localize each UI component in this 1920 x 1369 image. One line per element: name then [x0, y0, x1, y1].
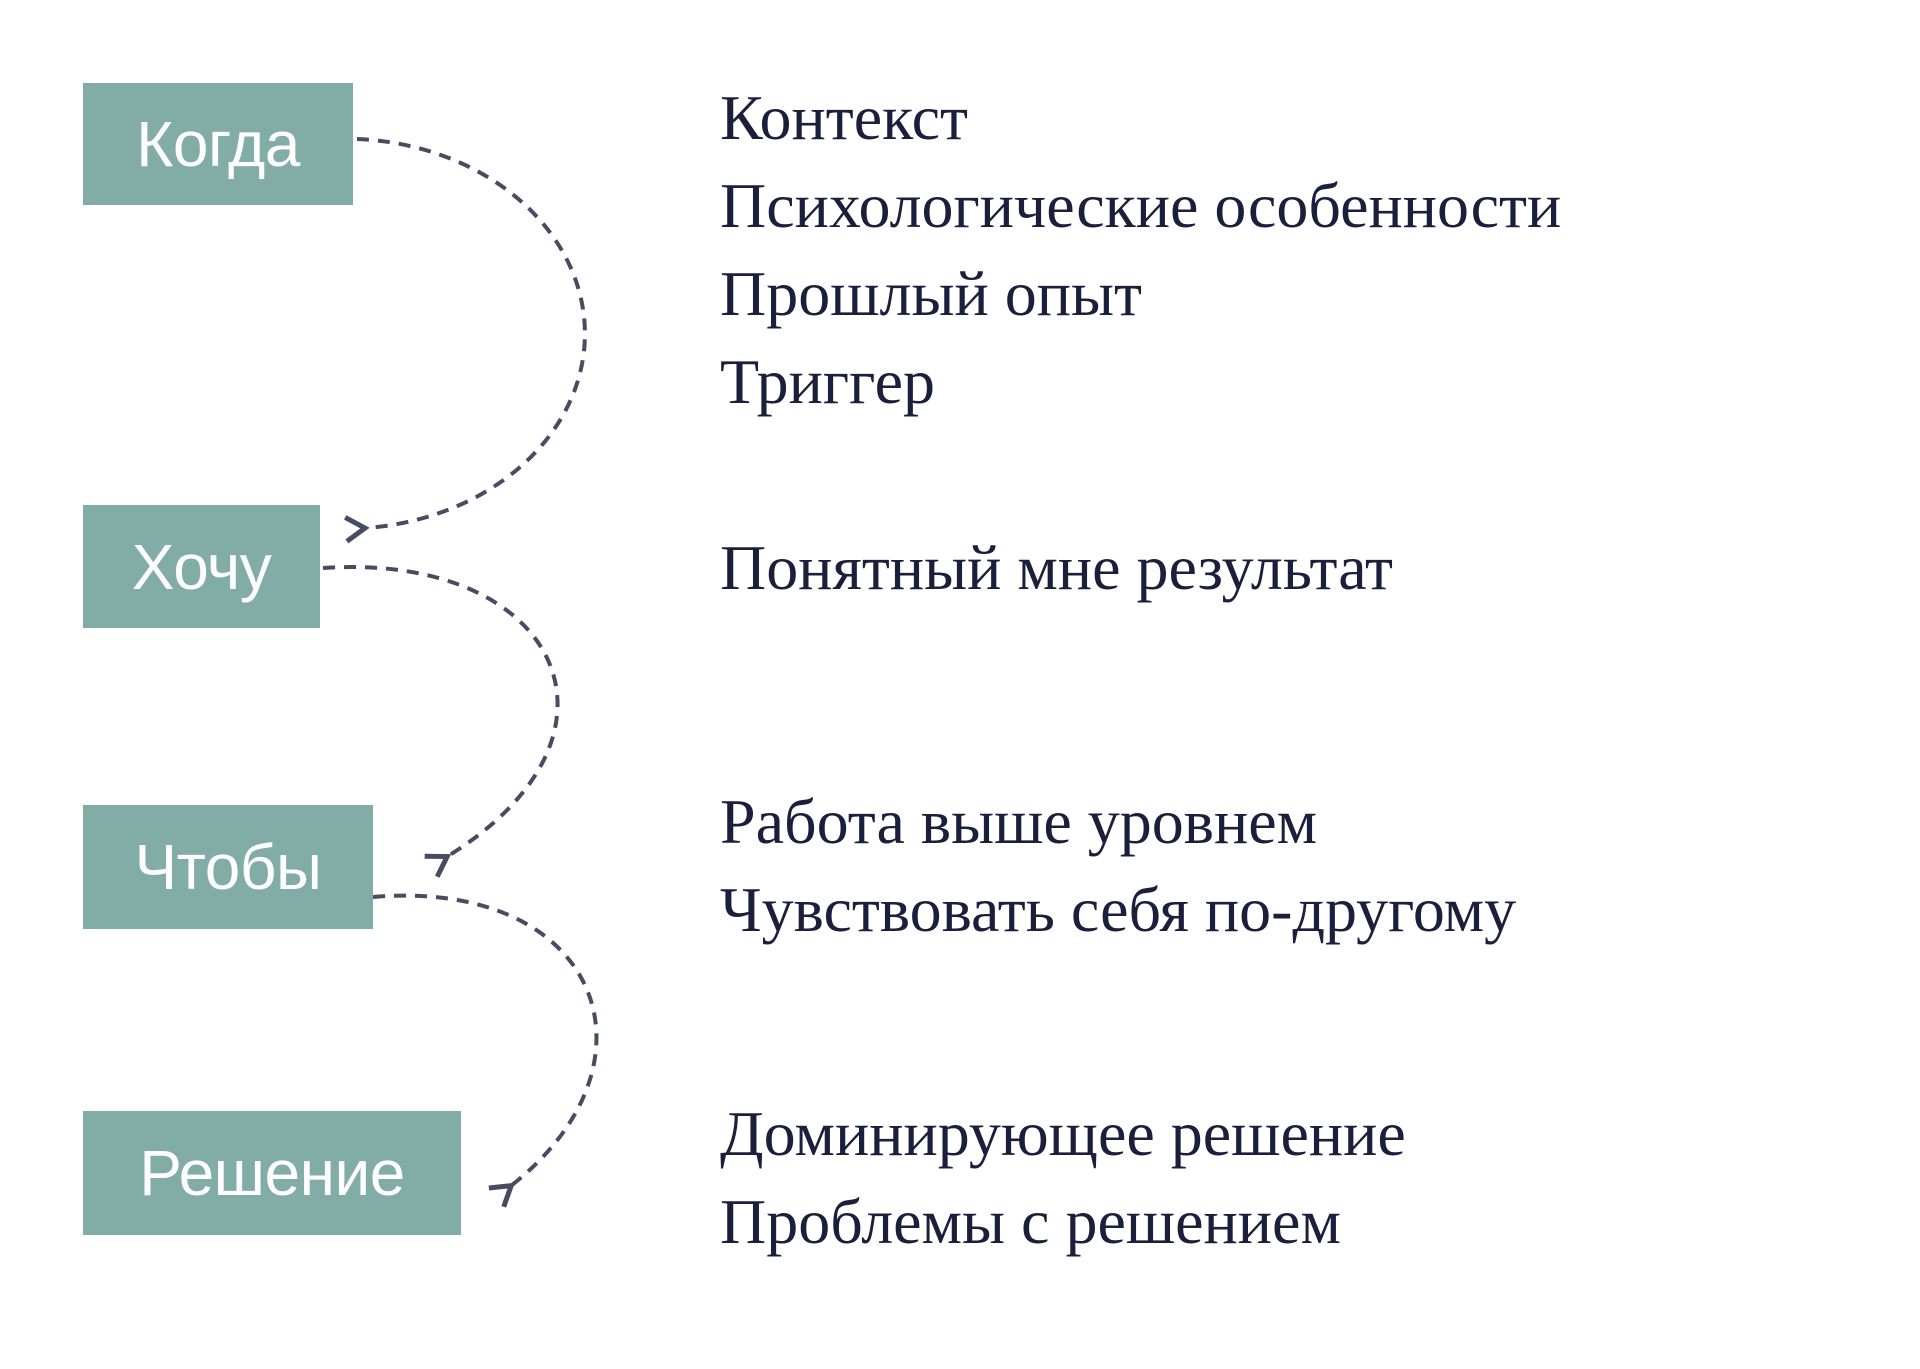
note-line: Прошлый опыт — [720, 258, 1142, 329]
box-chtoby: Чтобы — [83, 805, 373, 929]
note-line: Доминирующее решение — [720, 1098, 1406, 1169]
box-reshenie-label: Решение — [139, 1137, 405, 1209]
note-line: Психологические особенности — [720, 170, 1562, 241]
note-line: Понятный мне результат — [720, 532, 1393, 603]
notes-kogda: Контекст Психологические особенности Про… — [720, 74, 1561, 426]
box-hochu-label: Хочу — [131, 530, 272, 603]
note-line: Контекст — [720, 82, 968, 153]
notes-reshenie: Доминирующее решение Проблемы с решением — [720, 1090, 1406, 1266]
box-kogda: Когда — [83, 83, 353, 205]
box-reshenie: Решение — [83, 1111, 461, 1235]
box-hochu: Хочу — [83, 505, 320, 628]
note-line: Работа выше уровнем — [720, 786, 1318, 857]
note-line: Проблемы с решением — [720, 1186, 1341, 1257]
box-chtoby-label: Чтобы — [134, 831, 323, 903]
note-line: Чувствовать себя по-другому — [720, 874, 1517, 945]
box-kogda-label: Когда — [136, 108, 300, 180]
note-line: Триггер — [720, 346, 935, 417]
notes-hochu: Понятный мне результат — [720, 524, 1393, 612]
connector-kogda-to-hochu-arrow — [344, 137, 587, 544]
notes-chtoby: Работа выше уровнем Чувствовать себя по-… — [720, 778, 1516, 954]
